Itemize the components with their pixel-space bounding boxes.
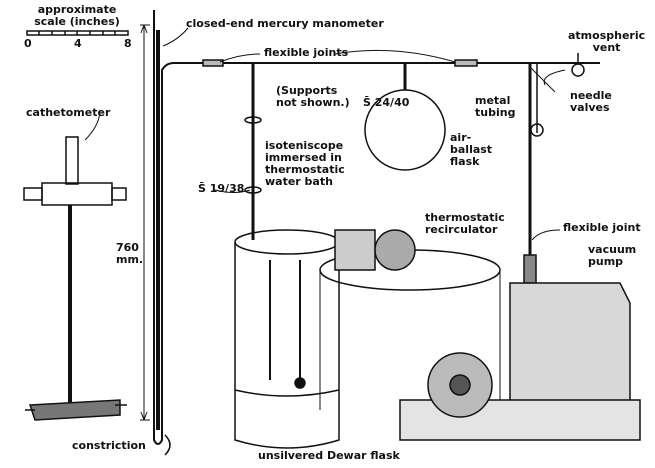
label-dewar-flask: unsilvered Dewar flask bbox=[258, 449, 400, 462]
scale-title-line1: approximate bbox=[37, 3, 117, 16]
cathetometer-drawing bbox=[23, 136, 127, 421]
label-joint-19-38: S̄ 19/38 bbox=[198, 182, 245, 195]
label-air-ballast-2: ballast bbox=[450, 143, 493, 156]
label-isoteniscope-3: thermostatic bbox=[265, 163, 345, 176]
label-supports-2: not shown.) bbox=[276, 96, 350, 109]
manometer-drawing bbox=[140, 10, 600, 456]
label-flexible-joint: flexible joint bbox=[563, 221, 641, 234]
label-height-760: 760 bbox=[116, 241, 139, 254]
scale-title-line2: scale (inches) bbox=[34, 15, 120, 28]
vacuum-pump-drawing bbox=[399, 53, 641, 441]
scale-tick-4: 4 bbox=[74, 37, 82, 50]
label-recirculator-2: recirculator bbox=[425, 223, 498, 236]
label-cathetometer: cathetometer bbox=[26, 106, 111, 119]
label-isoteniscope-2: immersed in bbox=[265, 151, 342, 164]
label-needle-valves-2: valves bbox=[570, 101, 610, 114]
label-manometer: closed-end mercury manometer bbox=[186, 17, 384, 30]
label-supports-1: (Supports bbox=[276, 84, 338, 97]
scale-bar bbox=[26, 30, 129, 36]
label-metal-tubing-1: metal bbox=[475, 94, 511, 107]
label-flexible-joints: flexible joints bbox=[264, 46, 349, 59]
label-atmospheric-vent-1: atmospheric bbox=[568, 29, 646, 42]
label-height-unit: mm. bbox=[116, 253, 144, 266]
isoteniscope-drawing bbox=[202, 59, 478, 240]
label-arrows bbox=[84, 27, 566, 241]
label-vacuum-pump-2: pump bbox=[588, 255, 624, 268]
label-vacuum-pump-1: vacuum bbox=[588, 243, 637, 256]
label-isoteniscope-4: water bath bbox=[265, 175, 333, 188]
label-isoteniscope-1: isoteniscope bbox=[265, 139, 344, 152]
label-atmospheric-vent-2: vent bbox=[592, 41, 621, 54]
label-needle-valves-1: needle bbox=[570, 89, 612, 102]
air-ballast-flask bbox=[364, 89, 446, 171]
label-metal-tubing-2: tubing bbox=[475, 106, 516, 119]
scale-tick-0: 0 bbox=[24, 37, 32, 50]
label-air-ballast-1: air- bbox=[450, 131, 472, 144]
water-bath-drawing bbox=[234, 229, 501, 449]
scale-tick-8: 8 bbox=[124, 37, 132, 50]
label-recirculator-1: thermostatic bbox=[425, 211, 505, 224]
label-constriction: constriction bbox=[72, 439, 146, 452]
label-joint-24-40: S̄ 24/40 bbox=[363, 96, 410, 109]
label-air-ballast-3: flask bbox=[450, 155, 480, 168]
